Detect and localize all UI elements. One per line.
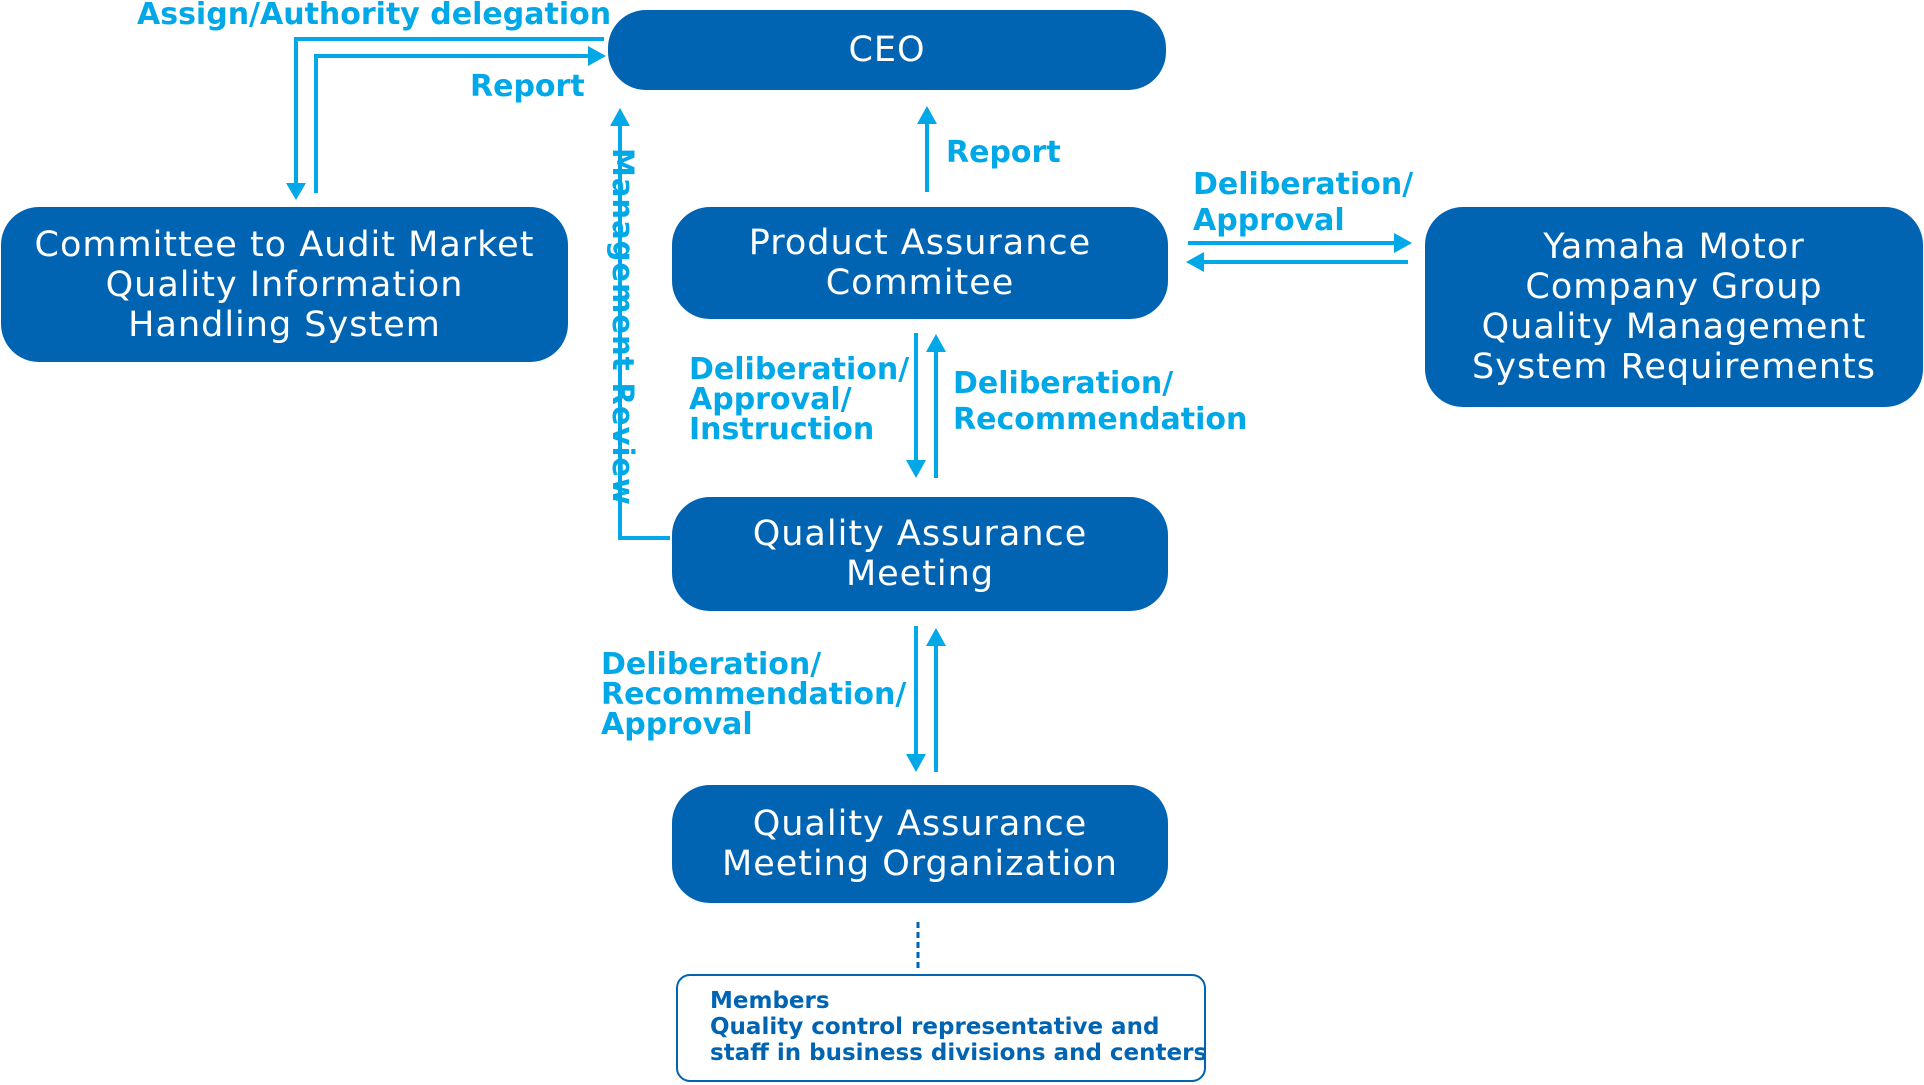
node-yamaha-requirements: Yamaha Motor Company Group Quality Manag…	[1425, 207, 1923, 407]
label-qam-to-pac: Deliberation/ Recommendation	[953, 366, 1247, 438]
node-audit-committee-line: Quality Information	[105, 264, 464, 305]
arrowhead-down-icon	[906, 460, 926, 478]
label-line: Recommendation/	[601, 677, 907, 712]
label-line: Instruction	[689, 412, 875, 447]
label-pac-to-qam: Deliberation/ Approval/ Instruction	[689, 355, 909, 445]
node-product-assurance-committee: Product Assurance Commitee	[672, 207, 1168, 319]
node-qa-meeting-line: Quality Assurance	[752, 514, 1088, 554]
arrow-management-review	[618, 124, 670, 540]
arrowhead-down-icon	[286, 183, 306, 200]
node-qa-meeting-organization: Quality Assurance Meeting Organization	[672, 785, 1168, 903]
arrowhead-right-icon	[1394, 233, 1412, 253]
arrow-report-audit	[314, 54, 592, 193]
label-pac-yamaha: Deliberation/ Approval	[1193, 167, 1413, 239]
label-line: Assign/Authority delegation	[137, 0, 612, 32]
node-product-assurance-line: Product Assurance	[748, 223, 1092, 263]
label-line: Approval	[1193, 203, 1345, 238]
arrowhead-right-icon	[588, 46, 606, 66]
node-audit-committee: Committee to Audit Market Quality Inform…	[1, 207, 568, 362]
arrowhead-up-icon	[610, 108, 630, 126]
arrowhead-up-icon	[926, 334, 946, 352]
label-report-audit: Report	[470, 72, 585, 102]
node-ceo: CEO	[608, 10, 1166, 90]
node-product-assurance-line: Commitee	[825, 263, 1015, 303]
node-audit-committee-line: Committee to Audit Market	[34, 224, 535, 265]
arrow-assign-delegation	[294, 37, 604, 196]
arrowhead-down-icon	[906, 754, 926, 772]
label-line: Deliberation/	[601, 647, 822, 682]
label-line: Deliberation/	[953, 366, 1174, 401]
node-audit-committee-line: Handling System	[128, 304, 441, 345]
label-line: Deliberation/	[689, 352, 910, 387]
node-qa-meeting-org-line: Meeting Organization	[722, 844, 1118, 884]
node-ceo-label: CEO	[848, 30, 926, 70]
label-line: Deliberation/	[1193, 167, 1414, 202]
label-management-review: Management Review	[606, 148, 640, 506]
label-line: Recommendation	[953, 402, 1248, 437]
members-line: staff in business divisions and centers	[710, 1040, 1208, 1066]
node-yamaha-line: Yamaha Motor	[1543, 227, 1805, 267]
node-yamaha-line: Quality Management	[1481, 307, 1867, 347]
label-qam-org: Deliberation/ Recommendation/ Approval	[601, 650, 906, 740]
node-qa-meeting-org-line: Quality Assurance	[752, 804, 1088, 844]
arrowhead-up-icon	[926, 628, 946, 646]
arrowhead-left-icon	[1186, 252, 1204, 272]
node-yamaha-line: Company Group	[1525, 267, 1823, 307]
arrowhead-up-icon	[917, 106, 937, 124]
node-yamaha-line: System Requirements	[1472, 347, 1876, 387]
node-qa-meeting-line: Meeting	[845, 554, 995, 594]
members-title: Members	[710, 988, 830, 1014]
node-qa-meeting: Quality Assurance Meeting	[672, 497, 1168, 611]
label-line: Report	[946, 135, 1061, 170]
label-line: Approval/	[689, 382, 852, 417]
members-box: Members Quality control representative a…	[676, 974, 1208, 1082]
members-line: Quality control representative and	[710, 1014, 1160, 1040]
label-line: Report	[470, 69, 585, 104]
label-assign-delegation: Assign/Authority delegation	[137, 0, 611, 30]
label-report-pac: Report	[946, 138, 1061, 168]
label-line: Approval	[601, 707, 753, 742]
